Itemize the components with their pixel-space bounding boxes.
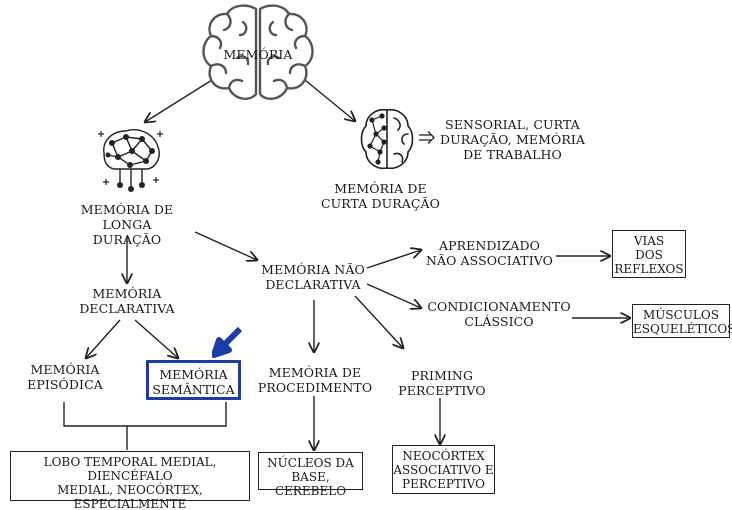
node-curta-descricao: SENSORIAL, CURTA DURAÇÃO, MEMÓRIA DE TRA… — [440, 117, 585, 162]
node-curta-duracao: MEMÓRIA DE CURTA DURAÇÃO — [320, 181, 441, 211]
node-condicionamento: CONDICIONAMENTO CLÁSSICO — [427, 299, 571, 329]
half-network-brain-icon — [360, 108, 414, 170]
box-lobo-temporal: LOBO TEMPORAL MEDIAL, DIENCÉFALO MEDIAL,… — [10, 451, 250, 510]
brain-outline-icon — [202, 4, 314, 100]
arrow-nao-decl-to-priming — [354, 295, 403, 348]
box-vias-reflexos: VIAS DOS REFLEXOS — [612, 230, 686, 278]
pointing-arrow-icon — [212, 326, 243, 358]
neural-network-brain-icon — [98, 129, 163, 192]
arrow-nao-decl-to-condicionamento — [366, 283, 421, 308]
node-priming: PRIMING PERCEPTIVO — [398, 368, 486, 398]
double-arrow-icon — [419, 131, 435, 144]
node-declarativa: MEMÓRIA DECLARATIVA — [79, 286, 175, 316]
node-aprendizado: APRENDIZADO NÃO ASSOCIATIVO — [425, 238, 554, 268]
node-longa-duracao: MEMÓRIA DE LONGA DURAÇÃO — [80, 202, 174, 247]
node-semantica-highlighted: MEMÓRIA SEMÂNTICA — [146, 360, 241, 400]
arrow-memoria-to-longa — [145, 79, 213, 122]
arrow-nao-decl-to-aprendizado — [366, 250, 421, 269]
arrow-longa-to-nao-declarativa — [194, 231, 257, 260]
box-nucleos-base: NÚCLEOS DA BASE, CEREBELO — [258, 452, 363, 498]
bracket-to-lobo — [63, 402, 227, 450]
node-nao-declarativa: MEMÓRIA NÃO DECLARATIVA — [261, 262, 365, 292]
node-memoria: MEMÓRIA — [223, 47, 293, 62]
arrow-declarativa-to-semantica — [134, 319, 178, 358]
arrow-declarativa-to-episodica — [86, 319, 121, 358]
box-neocortex: NEOCÓRTEX ASSOCIATIVO E PERCEPTIVO — [392, 445, 495, 494]
node-procedimento: MEMÓRIA DE PROCEDIMENTO — [257, 365, 373, 395]
arrow-memoria-to-curta — [304, 79, 355, 121]
node-episodica: MEMÓRIA EPISÓDICA — [27, 362, 103, 392]
box-musculos: MÚSCULOS ESQUELÉTICOS — [632, 304, 732, 338]
